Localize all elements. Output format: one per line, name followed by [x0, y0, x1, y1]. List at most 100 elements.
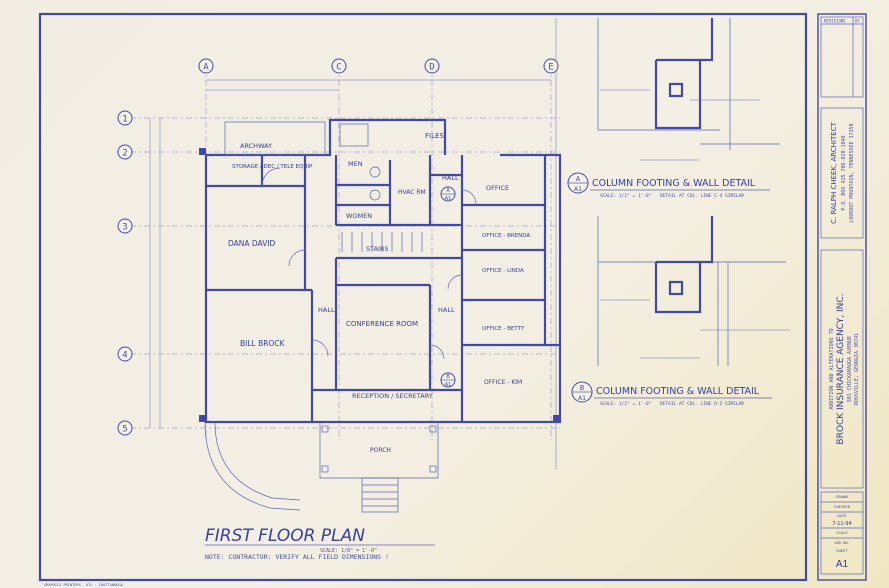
plan-scale: SCALE: 1/8" = 1'-0" [320, 548, 377, 554]
detail-b-title: COLUMN FOOTING & WALL DETAIL [596, 386, 760, 397]
grid-label-4: 4 [122, 351, 127, 361]
date-value: 7-11-94 [832, 521, 852, 527]
room-label-conference: CONFERENCE ROOM [346, 320, 418, 328]
svg-text:A1: A1 [578, 394, 586, 402]
svg-text:A: A [446, 188, 450, 194]
room-label-office-betty: OFFICE - BETTY [482, 326, 525, 332]
room-label-office-top: OFFICE [486, 184, 509, 192]
porch-steps [361, 477, 399, 513]
room-label-files: FILES [425, 132, 444, 140]
grid-bubble-d [424, 58, 440, 74]
grid-bubble-c [331, 58, 347, 74]
grid-label-e: E [548, 63, 553, 73]
door-swing [288, 249, 306, 267]
grid-label-2: 2 [122, 149, 127, 159]
sheet-label: SHEET [836, 548, 848, 553]
porch-column [321, 465, 329, 473]
grid-bubble-3 [117, 218, 133, 234]
grid-bubble-1 [117, 110, 133, 126]
title-block: REVISIONS BY C. RALPH CHEEK, ARCHITECT P… [817, 13, 867, 581]
room-label-bill-brock: BILL BROCK [240, 339, 286, 348]
project-line-1: ADDITION AND ALTERATIONS TO [829, 328, 835, 409]
plan-title: FIRST FLOOR PLAN [205, 526, 365, 546]
detail-a-footing [654, 18, 714, 130]
svg-text:B: B [580, 384, 584, 392]
porch-column [429, 465, 437, 473]
revisions-label: REVISIONS [824, 19, 846, 24]
toilet-fixture [369, 189, 381, 201]
drawn-label: DRAWN [836, 494, 848, 499]
scale-label: SCALE [836, 530, 848, 535]
svg-text:B: B [446, 374, 450, 380]
sheet-border [38, 12, 808, 582]
room-label-stairs: STAIRS [366, 245, 389, 253]
detail-b-scale: SCALE: 1/2" = 1'-0" [600, 401, 651, 407]
svg-text:A1: A1 [574, 185, 582, 193]
door-swing [447, 274, 463, 290]
svg-text:A1: A1 [445, 196, 452, 202]
svg-text:A1: A1 [445, 382, 452, 388]
detail-a-column [668, 82, 684, 98]
architect-city: LOOKOUT MOUNTAIN, TENNESSEE 37350 [849, 123, 855, 222]
room-label-hvac: HVAC RM [398, 189, 426, 196]
grid-bubble-e [543, 58, 559, 74]
footer-printer: GRAPHICS PRINTERS [44, 583, 81, 587]
door-swing [311, 339, 329, 357]
grid-label-3: 3 [122, 223, 127, 233]
project-line-3: 501 CHICKAMAUGA AVENUE [847, 336, 853, 402]
grid-label-1: 1 [122, 115, 127, 125]
detail-a-title: COLUMN FOOTING & WALL DETAIL [592, 178, 756, 189]
grid-label-5: 5 [122, 425, 127, 435]
room-label-men: MEN [348, 160, 363, 168]
archway-area [224, 121, 326, 156]
architect-address: P.O. BOX 425 706-820-1848 [841, 135, 847, 210]
grid-label-c: C [336, 63, 341, 73]
project-name: BROCK INSURANCE AGENCY, INC. [836, 293, 846, 444]
by-label: BY [855, 19, 860, 24]
project-box [820, 249, 864, 489]
architect-box [820, 107, 864, 239]
sidewalk-curve [214, 421, 301, 501]
door-swing [461, 189, 477, 205]
floor-plan: A C D E 1 2 3 4 5 [117, 58, 562, 561]
date-label: DATE [837, 513, 847, 518]
plan-note: NOTE: CONTRACTOR: VERIFY ALL FIELD DIMEN… [205, 553, 389, 561]
porch-column [321, 425, 329, 433]
grid-label-a: A [203, 63, 209, 73]
sheet-number: A1 [836, 559, 849, 570]
room-label-office-kim: OFFICE - KIM [484, 379, 522, 386]
detail-a-note: DETAIL AT COL. LINE C-4 SIMILAR [660, 193, 744, 199]
grid-bubble-2 [117, 144, 133, 160]
revisions-box [820, 16, 864, 98]
grid-bubble-a [198, 58, 214, 74]
footer-location: ATL · CHATTANOOGA [86, 583, 124, 587]
corner-column [553, 415, 560, 422]
grid-bubble-5 [117, 420, 133, 436]
svg-text:A: A [576, 175, 581, 183]
sidewalk-curve [204, 421, 301, 511]
stair-treads [341, 232, 423, 252]
grid-label-d: D [429, 63, 434, 73]
detail-b-note: DETAIL AT COL. LINE D-2 SIMILAR [660, 401, 744, 407]
room-label-hall-top: HALL [442, 174, 459, 182]
job-label: JOB NO. [834, 540, 850, 545]
info-box [820, 491, 864, 575]
detail-b-column [668, 280, 684, 296]
room-label-reception: RECEPTION / SECRETARY [352, 392, 433, 400]
room-label-dana-david: DANA DAVID [228, 239, 276, 248]
room-label-hall-right: HALL [438, 306, 455, 314]
room-label-archway: ARCHWAY [240, 142, 272, 150]
room-label-storage: STORAGE / DEC / TELE EQUIP [232, 164, 313, 170]
grid-bubble-4 [117, 346, 133, 362]
corner-column [199, 148, 206, 155]
door-swing [429, 344, 445, 360]
detail-a: A A1 COLUMN FOOTING & WALL DETAIL SCALE:… [567, 18, 780, 199]
room-label-hall-left: HALL [318, 306, 335, 314]
detail-a-scale: SCALE: 1/2" = 1'-0" [600, 193, 651, 199]
stair-landing [339, 123, 369, 147]
detail-b: B A1 COLUMN FOOTING & WALL DETAIL SCALE:… [571, 216, 790, 407]
door-swing [261, 167, 281, 187]
room-label-women: WOMEN [346, 212, 372, 220]
project-line-4: ROSSVILLE, GEORGIA 30741 [854, 333, 860, 405]
